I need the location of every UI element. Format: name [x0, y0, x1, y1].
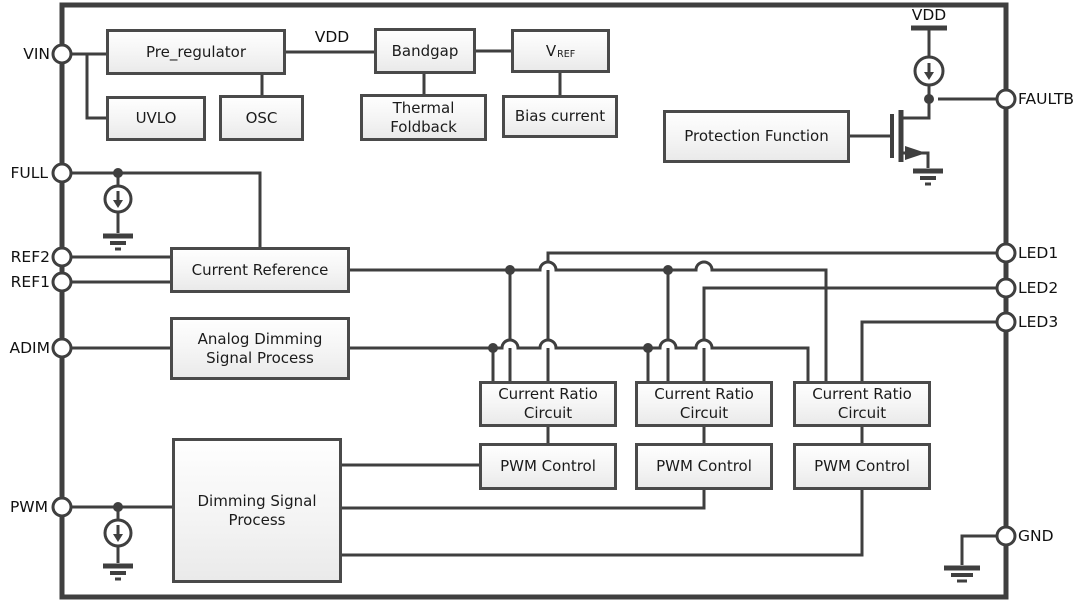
wire-vin-uvlo [85, 54, 106, 120]
block-dimming-signal-process: Dimming Signal Process [172, 438, 342, 583]
wire-hop-masks [502, 262, 712, 348]
pin-circle-led2 [995, 277, 1017, 299]
pin-label-ref2: REF2 [10, 248, 50, 266]
supply-label-vdd: VDD [911, 6, 947, 24]
pin-circle-pwm [51, 496, 73, 518]
block-thermal-foldback: Thermal Foldback [360, 94, 487, 141]
block-current-reference: Current Reference [170, 247, 350, 293]
block-uvlo: UVLO [106, 96, 206, 141]
wire-dsp-pwm2 [342, 490, 706, 510]
pin-circle-ref1 [51, 271, 73, 293]
current-source-icon [103, 518, 133, 548]
pin-label-led3: LED3 [1018, 313, 1059, 331]
pin-circle-faultb [995, 88, 1017, 110]
wire-dsp-pwm3 [342, 490, 864, 557]
chip-outline [59, 2, 1009, 600]
ground-icon [913, 168, 943, 186]
block-osc: OSC [219, 95, 304, 141]
wire-gnd [960, 534, 997, 565]
wire-led1 [546, 251, 997, 381]
pin-circle-full [51, 162, 73, 184]
pin-label-adim: ADIM [9, 339, 50, 357]
junction-dot [505, 265, 515, 275]
pin-circle-vin [51, 43, 73, 65]
junction-dot [643, 343, 653, 353]
pin-circle-ref2 [51, 246, 73, 268]
wire-led2 [702, 286, 997, 381]
block-current-ratio-3: Current Ratio Circuit [793, 381, 931, 427]
pin-label-gnd: GND [1018, 527, 1054, 545]
pin-label-ref1: REF1 [10, 273, 50, 291]
block-current-ratio-2: Current Ratio Circuit [635, 381, 773, 427]
pin-label-pwm: PWM [9, 498, 48, 516]
pin-circle-led1 [995, 242, 1017, 264]
block-current-ratio-1: Current Ratio Circuit [479, 381, 617, 427]
pin-terminals [51, 43, 1017, 547]
junction-dot [113, 502, 123, 512]
block-analog-dimming: Analog Dimming Signal Process [170, 317, 350, 380]
junction-dots [113, 94, 934, 512]
current-source-icon [103, 184, 133, 214]
pin-label-full: FULL [10, 164, 48, 182]
junction-dot [488, 343, 498, 353]
nmos-source-arrow [905, 146, 926, 160]
block-protection-function: Protection Function [663, 110, 850, 163]
junction-dot [663, 265, 673, 275]
current-source-icon [913, 55, 945, 87]
net-label-vdd: VDD [314, 28, 350, 46]
pin-circle-adim [51, 337, 73, 359]
wire-current-reference-bus [350, 260, 828, 381]
junction-dot [924, 94, 934, 104]
junction-dot [113, 168, 123, 178]
pin-label-vin: VIN [23, 45, 50, 63]
ground-icon [103, 233, 133, 251]
pin-label-led2: LED2 [1018, 279, 1059, 297]
block-pre-regulator: Pre_regulator [106, 29, 286, 75]
pin-label-faultb: FAULTB [1018, 90, 1075, 108]
ground-icon [103, 563, 133, 581]
nmos-transistor-icon [850, 110, 930, 168]
pin-label-led1: LED1 [1018, 244, 1059, 262]
block-pwm-control-1: PWM Control [479, 443, 617, 490]
block-pwm-control-2: PWM Control [635, 443, 773, 490]
block-bandgap: Bandgap [374, 28, 476, 74]
pin-circle-gnd [995, 525, 1017, 547]
pin-circle-led3 [995, 311, 1017, 333]
block-pwm-control-3: PWM Control [793, 443, 931, 490]
wire-led3 [860, 320, 997, 381]
wire-analog-dimming-bus [350, 338, 810, 381]
wire-full-current-reference [71, 171, 262, 247]
ground-icon [944, 565, 980, 583]
block-bias-current: Bias current [502, 95, 618, 138]
